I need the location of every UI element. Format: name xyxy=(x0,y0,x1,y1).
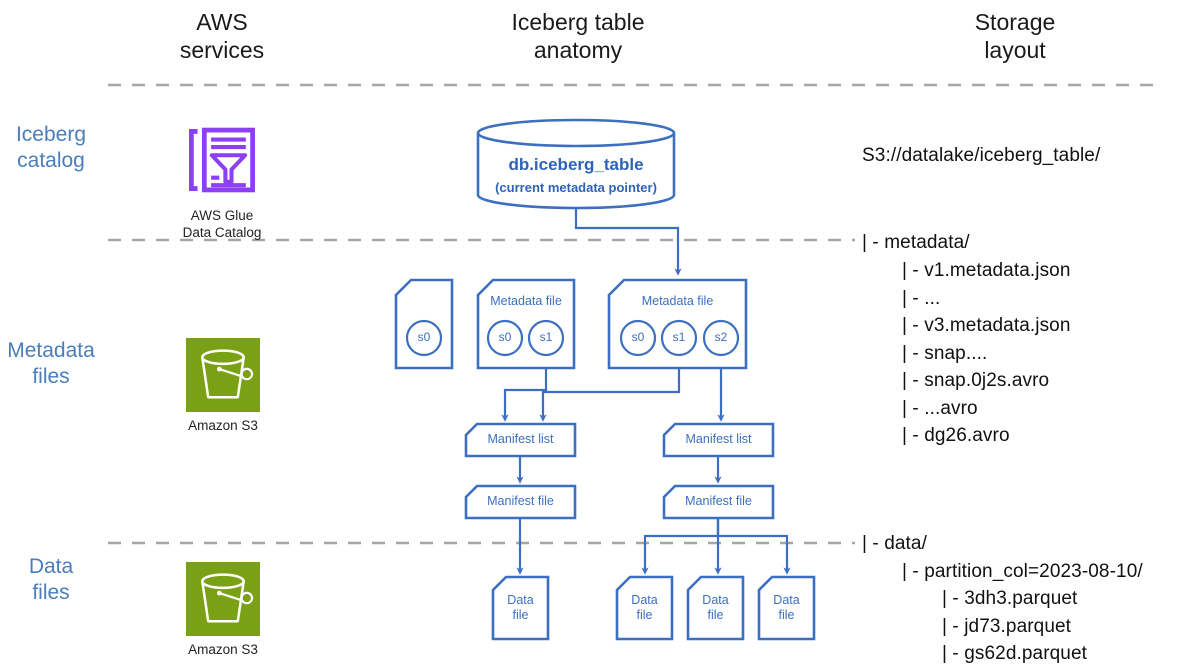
label-data-file-3: Data file xyxy=(702,593,729,623)
storage-v1-metadata: | - v1.metadata.json xyxy=(902,260,1071,281)
metadata-file-v3-snapshot-s1 xyxy=(660,319,698,357)
metadata-file-v3-snapshot-s0 xyxy=(619,319,657,357)
arrow-group xyxy=(501,208,791,575)
storage-root-path: S3://datalake/iceberg_table/ xyxy=(862,145,1101,166)
snapshot-label-metadata-file-v1-s0: s0 xyxy=(417,330,431,344)
metadata-file-v2-snapshot-s1 xyxy=(527,319,565,357)
metadata-file-v3 xyxy=(607,278,748,370)
divider-group xyxy=(108,83,1160,545)
aws-glue-data-catalog xyxy=(188,116,256,204)
storage-dg26-avro: | - dg26.avro xyxy=(902,425,1010,446)
snapshot-label-metadata-file-v3-s2: s2 xyxy=(714,330,728,344)
storage-3dh3-parquet: | - 3dh3.parquet xyxy=(942,588,1078,609)
label-data-file-4: Data file xyxy=(773,593,800,623)
arrow-catalog-to-metadata-v3 xyxy=(574,208,682,276)
metadata-file-v2 xyxy=(476,278,576,370)
amazon-s3-bucket-icon xyxy=(186,562,260,636)
storage-ellipsis-json: | - ... xyxy=(902,288,941,309)
storage-gs62d-parquet: | - gs62d.parquet xyxy=(942,643,1088,664)
storage-data-dir: | - data/ xyxy=(862,533,927,554)
catalog-cylinder-subtitle: (current metadata pointer) xyxy=(495,180,657,195)
storage-jd73-parquet: | - jd73.parquet xyxy=(942,616,1072,637)
label-data-file-1: Data file xyxy=(507,593,534,623)
service-caption-amazon-s3-metadata: Amazon S3 xyxy=(188,418,258,433)
snapshot-label-metadata-file-v2-s1: s1 xyxy=(539,330,553,344)
data-file-2 xyxy=(615,575,674,641)
arrow-manifest-file-right-to-data-4 xyxy=(716,518,791,575)
aws-glue-icon xyxy=(189,127,255,193)
column-header-iceberg-table-anatomy: Iceberg table anatomy xyxy=(511,9,645,64)
manifest-file-right xyxy=(662,484,775,520)
metadata-file-v1-snapshot-s0 xyxy=(405,319,443,357)
label-data-file-2: Data file xyxy=(631,593,658,623)
catalog-cylinder-title: db.iceberg_table xyxy=(508,155,644,174)
metadata-file-v3-snapshot-s2 xyxy=(702,319,740,357)
catalog-cylinder xyxy=(476,118,676,210)
snapshot-label-metadata-file-v3-s0: s0 xyxy=(631,330,645,344)
column-header-aws-services: AWS services xyxy=(179,9,265,64)
amazon-s3-metadata xyxy=(186,338,260,412)
storage-ellipsis-avro: | - ...avro xyxy=(902,398,978,419)
row-label-data-files: Data files xyxy=(28,555,74,605)
data-file-1 xyxy=(491,575,550,641)
amazon-s3-data xyxy=(186,562,260,636)
column-header-storage-layout: Storage layout xyxy=(974,9,1056,64)
storage-snap-ellipsis: | - snap.... xyxy=(902,343,988,364)
data-file-3 xyxy=(686,575,745,641)
snapshot-label-metadata-file-v2-s0: s0 xyxy=(498,330,512,344)
row-label-metadata-files: Metadata files xyxy=(7,339,95,389)
service-caption-amazon-s3-data: Amazon S3 xyxy=(188,642,258,657)
data-file-4 xyxy=(757,575,816,641)
service-caption-aws-glue-data-catalog: AWS Glue Data Catalog xyxy=(182,208,262,240)
manifest-list-left xyxy=(464,422,577,458)
manifest-list-right xyxy=(662,422,775,458)
storage-v3-metadata: | - v3.metadata.json xyxy=(902,315,1071,336)
manifest-file-left xyxy=(464,484,577,520)
arrow-s1-v2-to-manifest-list-left xyxy=(501,368,548,422)
metadata-file-v1 xyxy=(394,278,454,370)
row-label-iceberg-catalog: Iceberg catalog xyxy=(15,123,87,173)
snapshot-label-metadata-file-v3-s1: s1 xyxy=(672,330,686,344)
amazon-s3-bucket-icon xyxy=(186,338,260,412)
arrow-manifest-file-right-to-data-2 xyxy=(641,518,720,575)
arrow-s1-v3-to-manifest-list-left xyxy=(539,368,681,422)
storage-snap-0j2s: | - snap.0j2s.avro xyxy=(902,370,1050,391)
shape-group xyxy=(394,118,816,641)
metadata-file-v2-snapshot-s0 xyxy=(486,319,524,357)
storage-metadata-dir: | - metadata/ xyxy=(862,232,970,253)
storage-partition-dir: | - partition_col=2023-08-10/ xyxy=(902,561,1143,582)
